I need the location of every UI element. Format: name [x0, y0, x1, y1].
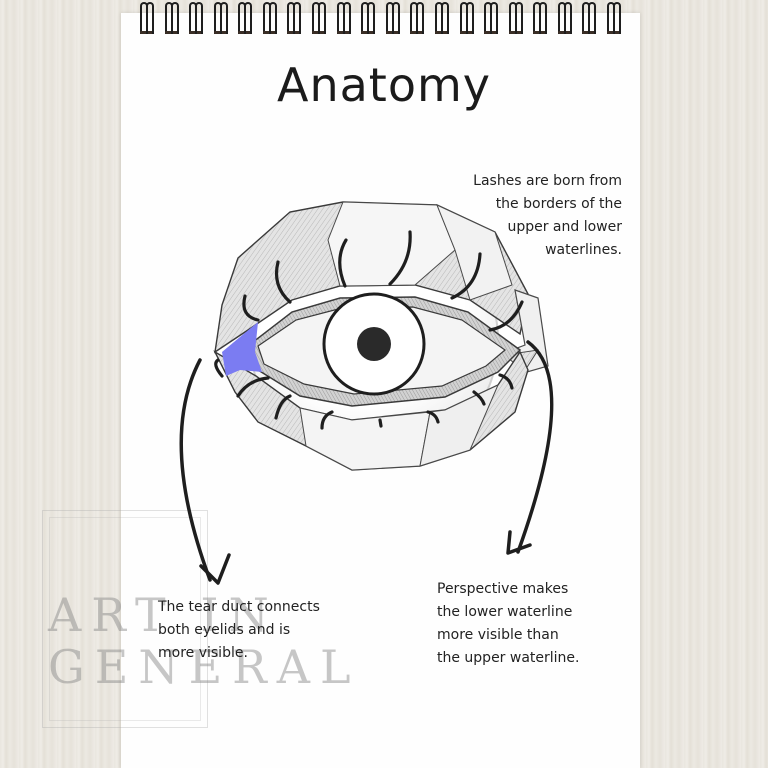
spiral-ring — [336, 0, 351, 34]
spiral-ring — [385, 0, 400, 34]
tear-duct-arrowhead — [199, 553, 231, 585]
page-title: Anatomy — [276, 58, 492, 112]
spiral-ring — [262, 0, 277, 34]
note-line: more visible than — [437, 627, 559, 643]
spiral-ring — [557, 0, 572, 34]
spiral-ring — [140, 0, 154, 34]
spiral-ring — [164, 0, 179, 34]
note-line: the lower waterline — [437, 604, 573, 620]
note-line: The tear duct connects — [158, 599, 320, 615]
spiral-ring — [434, 0, 449, 34]
spiral-ring — [533, 0, 548, 34]
upper-lashes — [214, 230, 524, 378]
note-line: more visible. — [158, 645, 248, 661]
spiral-ring — [238, 0, 253, 34]
note-line: waterlines. — [545, 242, 622, 258]
note-line: Lashes are born from — [473, 173, 622, 189]
spiral-ring — [582, 0, 597, 34]
note-tear-duct: The tear duct connects both eyelids and … — [158, 596, 320, 665]
spiral-ring — [189, 0, 204, 34]
spiral-ring — [213, 0, 228, 34]
note-line: Perspective makes — [437, 581, 569, 597]
spiral-ring — [312, 0, 327, 34]
note-line: the borders of the — [495, 196, 622, 212]
note-lashes: Lashes are born from the borders of the … — [440, 170, 622, 262]
lower-lashes — [236, 373, 514, 430]
tear-duct-highlight — [222, 322, 262, 376]
perspective-arrow — [516, 340, 554, 554]
perspective-arrowhead — [506, 530, 532, 555]
spiral-binding — [140, 0, 621, 36]
spiral-ring — [606, 0, 621, 34]
note-perspective: Perspective makes the lower waterline mo… — [437, 578, 580, 670]
spiral-ring — [287, 0, 302, 34]
spiral-ring — [410, 0, 425, 34]
spiral-ring — [508, 0, 523, 34]
upper-eyelid — [214, 201, 529, 354]
spiral-ring — [361, 0, 376, 34]
pupil — [357, 327, 391, 361]
tear-duct-arrow — [179, 358, 212, 582]
spiral-ring — [459, 0, 474, 34]
note-line: both eyelids and is — [158, 622, 291, 638]
lower-eyelid — [213, 350, 529, 471]
watermark-line1: ART IN — [48, 588, 279, 642]
note-line: the upper waterline. — [437, 650, 580, 666]
watermark-line2: GENERAL — [48, 640, 361, 694]
watermark-frame — [42, 510, 208, 728]
spiral-ring — [484, 0, 499, 34]
note-line: upper and lower — [507, 219, 622, 235]
